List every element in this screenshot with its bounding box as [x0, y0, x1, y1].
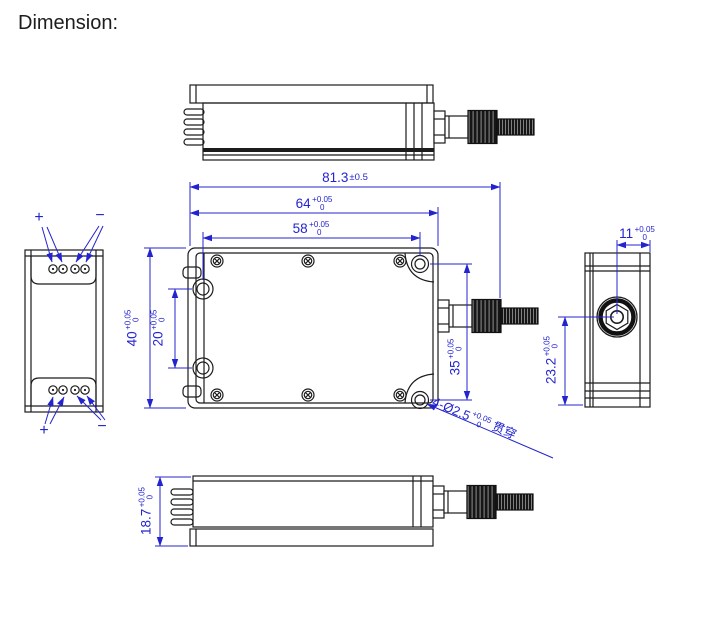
- pin-ends: [48, 264, 90, 395]
- left-view: [24, 249, 104, 413]
- top-view: [183, 84, 535, 161]
- front-view: [182, 247, 539, 410]
- fiber-connector-top: [433, 109, 535, 145]
- cover-screws: [210, 254, 407, 402]
- bottom-view: [170, 475, 534, 547]
- dim-overall-length: 81.3±0.5: [322, 170, 368, 185]
- polarity-plus-top: +: [34, 209, 44, 226]
- right-view: [584, 252, 651, 408]
- fiber-connector-bottom: [432, 484, 534, 520]
- polarity-arrows: [41, 225, 106, 425]
- pins-top-view: [183, 108, 205, 146]
- polarity-plus-bottom: +: [39, 422, 49, 439]
- mounting-holes: [192, 254, 430, 410]
- dimension-lines: [41, 182, 651, 547]
- pins-bottom-view: [170, 488, 194, 526]
- polarity-minus-bottom: −: [97, 418, 107, 435]
- page-title: Dimension:: [18, 12, 119, 34]
- fiber-connector-front: [437, 298, 539, 334]
- polarity-minus-top: −: [95, 207, 105, 224]
